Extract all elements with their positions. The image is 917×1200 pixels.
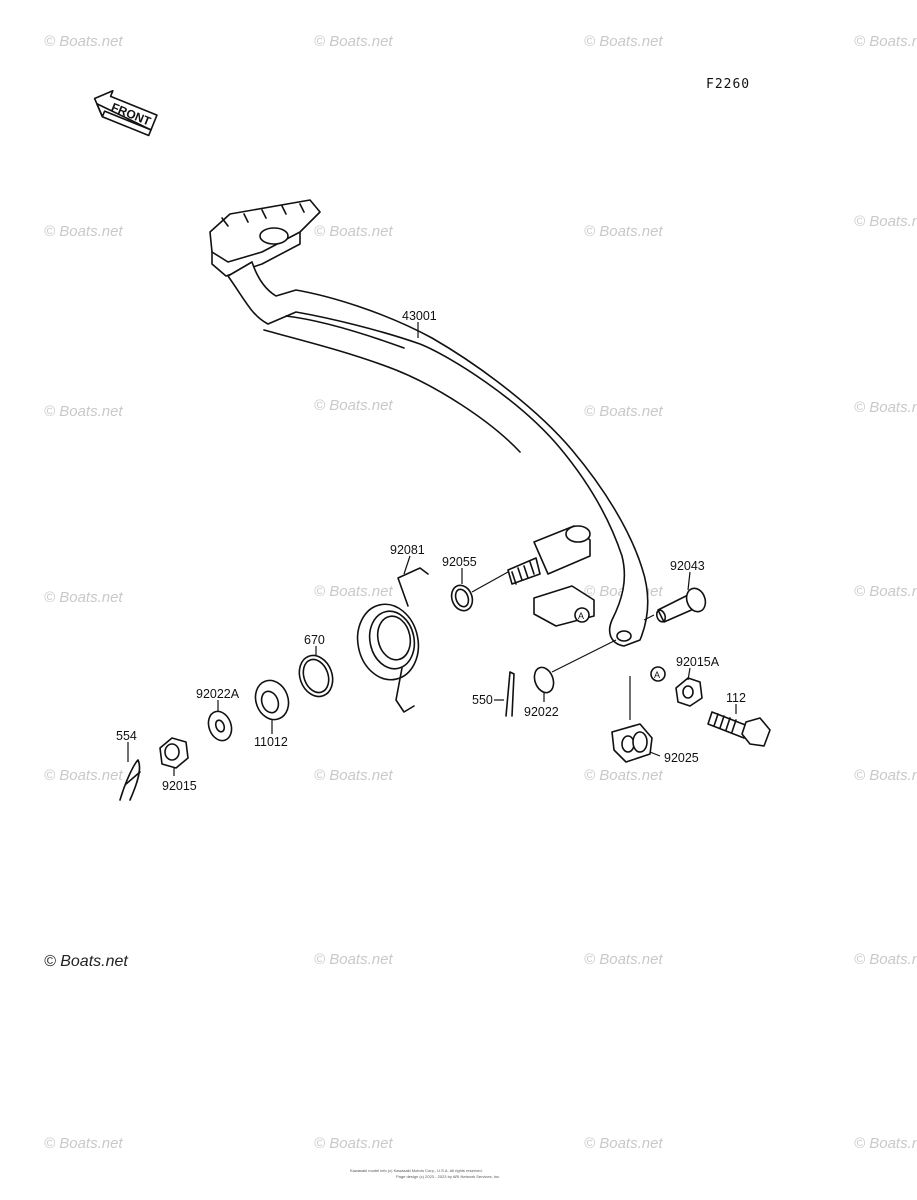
watermark: © Boats.net — [854, 33, 917, 50]
figure-code: F2260 — [706, 77, 750, 92]
watermark-grid: © Boats.net © Boats.net © Boats.net © Bo… — [44, 33, 917, 1152]
watermark: © Boats.net — [584, 33, 663, 50]
watermark: © Boats.net — [314, 767, 393, 784]
watermark: © Boats.net — [584, 951, 663, 968]
watermark: © Boats.net — [584, 403, 663, 420]
oring-670 — [298, 654, 334, 698]
label-92015a: 92015A — [676, 655, 720, 669]
label-92055: 92055 — [442, 555, 477, 569]
front-arrow-icon: FRONT — [93, 89, 158, 137]
watermark: © Boats.net — [584, 223, 663, 240]
spring-92081 — [356, 567, 429, 713]
watermark: © Boats.net — [44, 403, 123, 420]
label-670: 670 — [304, 633, 325, 647]
label-92025: 92025 — [664, 751, 699, 765]
label-112: 112 — [726, 691, 746, 705]
label-92081: 92081 — [390, 543, 425, 557]
watermark: © Boats.net — [854, 399, 917, 416]
watermark: © Boats.net — [314, 583, 393, 600]
label-43001: 43001 — [402, 309, 437, 323]
ref-marker-a: A — [650, 666, 666, 682]
watermark: © Boats.net — [584, 767, 663, 784]
watermark: © Boats.net — [44, 767, 123, 784]
nut-92015 — [159, 737, 189, 769]
seal-11012 — [254, 679, 290, 721]
pin-92043 — [655, 587, 707, 623]
bolt-112 — [707, 711, 771, 747]
clip-554 — [119, 759, 141, 801]
svg-text:A: A — [654, 670, 660, 680]
watermark: © Boats.net — [44, 589, 123, 606]
watermark: © Boats.net — [314, 397, 393, 414]
watermark: © Boats.net — [314, 223, 393, 240]
watermark: © Boats.net — [854, 583, 917, 600]
watermark: © Boats.net — [44, 33, 123, 50]
leader-lines — [127, 322, 737, 776]
watermark: © Boats.net — [854, 213, 917, 230]
washer-92022 — [533, 666, 555, 694]
label-554: 554 — [116, 729, 137, 743]
label-92022: 92022 — [524, 705, 559, 719]
label-92022a: 92022A — [196, 687, 240, 701]
watermark: © Boats.net — [44, 223, 123, 240]
brake-pedal-43001 — [209, 199, 649, 647]
watermark: © Boats.net — [854, 951, 917, 968]
watermark: © Boats.net — [314, 33, 393, 50]
footer-line-1: Kawasaki model info (c) Kawasaki Motors … — [350, 1168, 483, 1173]
ref-marker-a: A — [574, 607, 590, 623]
part-labels: 43001 92081 92055 92043 670 92022A 554 1… — [116, 309, 746, 793]
watermark: © Boats.net — [44, 1135, 123, 1152]
label-92015: 92015 — [162, 779, 197, 793]
watermark-main: © Boats.net — [44, 953, 128, 970]
nut-92015a — [675, 677, 703, 707]
watermark: © Boats.net — [314, 951, 393, 968]
watermark: © Boats.net — [854, 767, 917, 784]
watermark: © Boats.net — [854, 1135, 917, 1152]
bracket-92025 — [611, 676, 653, 763]
footer-line-2: Page design (c) 2023 - 2023 by ARI Netwo… — [396, 1174, 500, 1179]
label-11012: 11012 — [254, 735, 288, 749]
watermark: © Boats.net — [584, 1135, 663, 1152]
circlip-92055 — [450, 584, 474, 612]
label-92043: 92043 — [670, 559, 705, 573]
label-550: 550 — [472, 693, 493, 707]
washer-92022a — [207, 710, 233, 742]
cotter-pin-550 — [505, 671, 515, 717]
svg-text:A: A — [578, 611, 584, 621]
watermark: © Boats.net — [314, 1135, 393, 1152]
